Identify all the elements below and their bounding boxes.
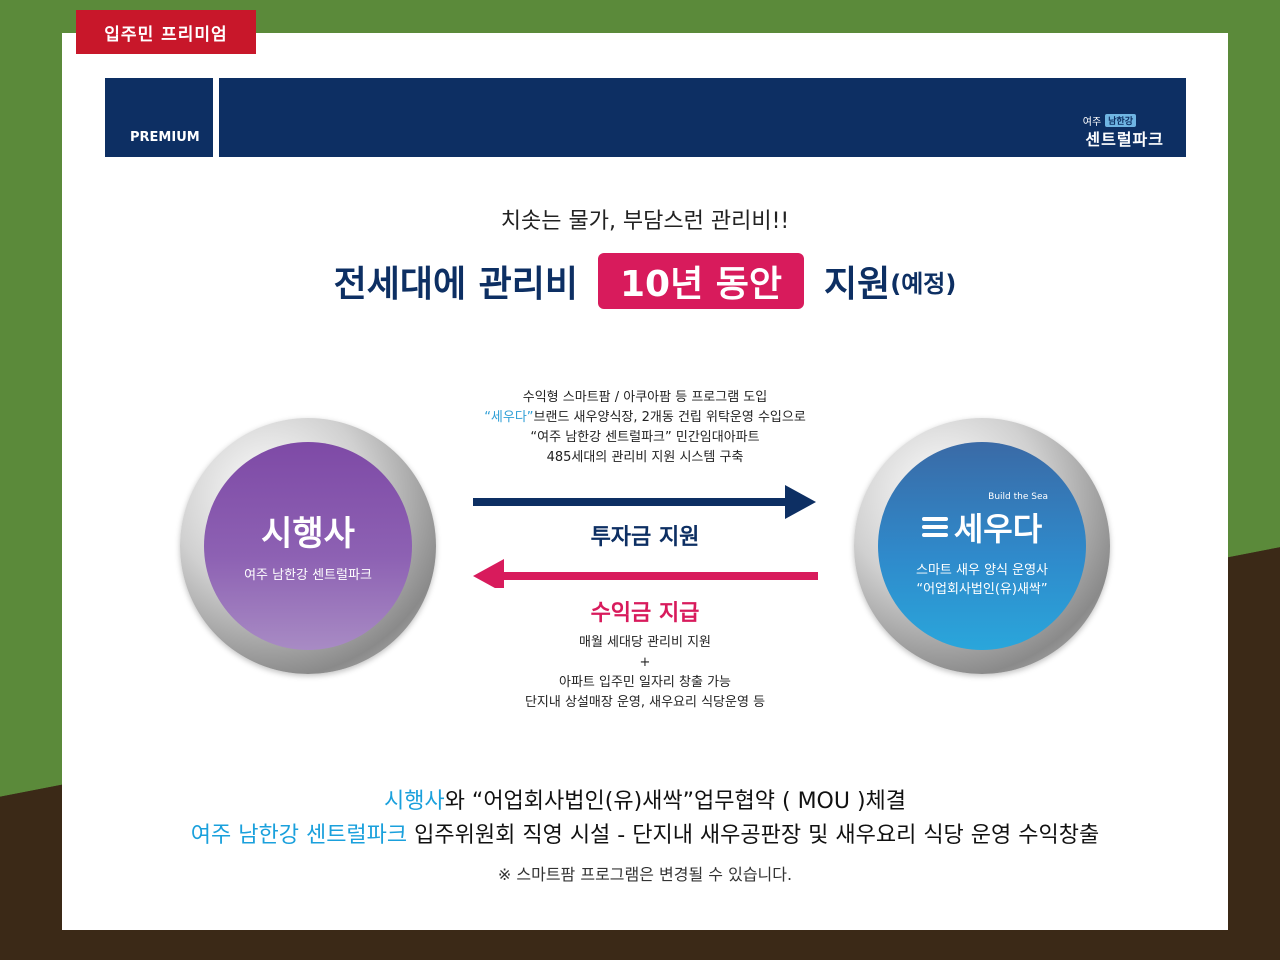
brand-desc-line1: 스마트 새우 양식 운영사 [916, 563, 1048, 579]
bottom-description: 매월 세대당 관리비 지원 + 아파트 입주민 일자리 창출 가능 단지내 상설… [445, 633, 845, 713]
mou-rest: 와 “어업회사법인(유)새싹”업무협약 ( MOU )체결 [444, 789, 907, 814]
developer-circle: 시행사 여주 남한강 센트럴파크 [180, 418, 436, 674]
brand-tagline: Build the Sea [988, 492, 1048, 503]
bottom-desc-line4: 단지내 상설매장 운영, 새우요리 식당운영 등 [524, 695, 766, 710]
logo-pill: 남한강 [1105, 114, 1136, 127]
flow-arrows [473, 485, 818, 588]
top-description: 수익형 스마트팜 / 아쿠아팜 등 프로그램 도입 “세우다”브랜드 새우양식장… [445, 388, 845, 468]
developer-title: 시행사 [261, 514, 355, 555]
arrow-right-icon [473, 485, 816, 519]
logo-prefix: 여주 [1082, 117, 1102, 128]
top-desc-line4: 485세대의 관리비 지원 시스템 구축 [546, 450, 744, 465]
banner-left: PREMIUM [105, 78, 213, 157]
banner-label: PREMIUM [130, 130, 200, 145]
top-desc-line1: 수익형 스마트팜 / 아쿠아팜 등 프로그램 도입 [522, 390, 768, 405]
premium-tag: 입주민 프리미엄 [76, 10, 256, 54]
wave-icon [921, 517, 948, 538]
headline-part1: 전세대에 관리비 [333, 264, 578, 305]
top-desc-line3: “여주 남한강 센트럴파크” 민간임대아파트 [530, 430, 760, 445]
top-desc-line2: “세우다”브랜드 새우양식장, 2개동 건립 위탁운영 수입으로 [445, 408, 845, 428]
brand-accent: “세우다” [484, 410, 534, 425]
arrow-left-icon [473, 559, 818, 588]
mou-accent: 시행사 [383, 789, 445, 814]
bottom-desc-line1: 매월 세대당 관리비 지원 [579, 635, 711, 650]
headline: 전세대에 관리비 10년 동안 지원 (예정) [62, 253, 1228, 309]
invest-label: 투자금 지원 [590, 525, 700, 550]
profit-label: 수익금 지급 [590, 601, 700, 626]
bottom-desc-line3: 아파트 입주민 일자리 창출 가능 [558, 675, 731, 690]
brand-desc-line2: “어업회사법인(유)새싹” [916, 582, 1048, 597]
operation-line: 여주 남한강 센트럴파크 입주위원회 직영 시설 - 단지내 새우공판장 및 새… [62, 817, 1228, 849]
footnote: ※ 스마트팜 프로그램은 변경될 수 있습니다. [497, 865, 793, 884]
bottom-desc-line2: + [639, 655, 651, 670]
logo-top: 여주 남한강 [1083, 113, 1136, 128]
developer-circle-inner: 시행사 여주 남한강 센트럴파크 [204, 442, 412, 650]
brand-logo: 세우다 [921, 504, 1043, 550]
headline-highlight: 10년 동안 [598, 253, 804, 309]
subtitle: 치솟는 물가, 부담스런 관리비!! [500, 209, 790, 234]
brand-circle: Build the Sea 세우다 스마트 새우 양식 운영사 “어업회사법인(… [854, 418, 1110, 674]
brand-description: 스마트 새우 양식 운영사 “어업회사법인(유)새싹” [916, 562, 1048, 600]
logo-main: 센트럴파크 [1085, 130, 1164, 149]
mou-line: 시행사와 “어업회사법인(유)새싹”업무협약 ( MOU )체결 [62, 783, 1228, 815]
headline-small: (예정) [890, 269, 957, 298]
content-card: PREMIUM 여주 남한강 센트럴파크 치솟는 물가, 부담스런 관리비!! … [62, 33, 1228, 930]
operation-accent: 여주 남한강 센트럴파크 [190, 823, 408, 848]
developer-subtitle: 여주 남한강 센트럴파크 [244, 568, 372, 584]
brand-name: 세우다 [953, 510, 1043, 549]
headline-part2: 지원 [824, 264, 891, 305]
top-desc-line2-rest: 브랜드 새우양식장, 2개동 건립 위탁운영 수입으로 [533, 410, 806, 425]
brand-circle-inner: Build the Sea 세우다 스마트 새우 양식 운영사 “어업회사법인(… [878, 442, 1086, 650]
banner-right: 여주 남한강 센트럴파크 [219, 78, 1186, 157]
operation-rest: 입주위원회 직영 시설 - 단지내 새우공판장 및 새우요리 식당 운영 수익창… [407, 823, 1100, 848]
